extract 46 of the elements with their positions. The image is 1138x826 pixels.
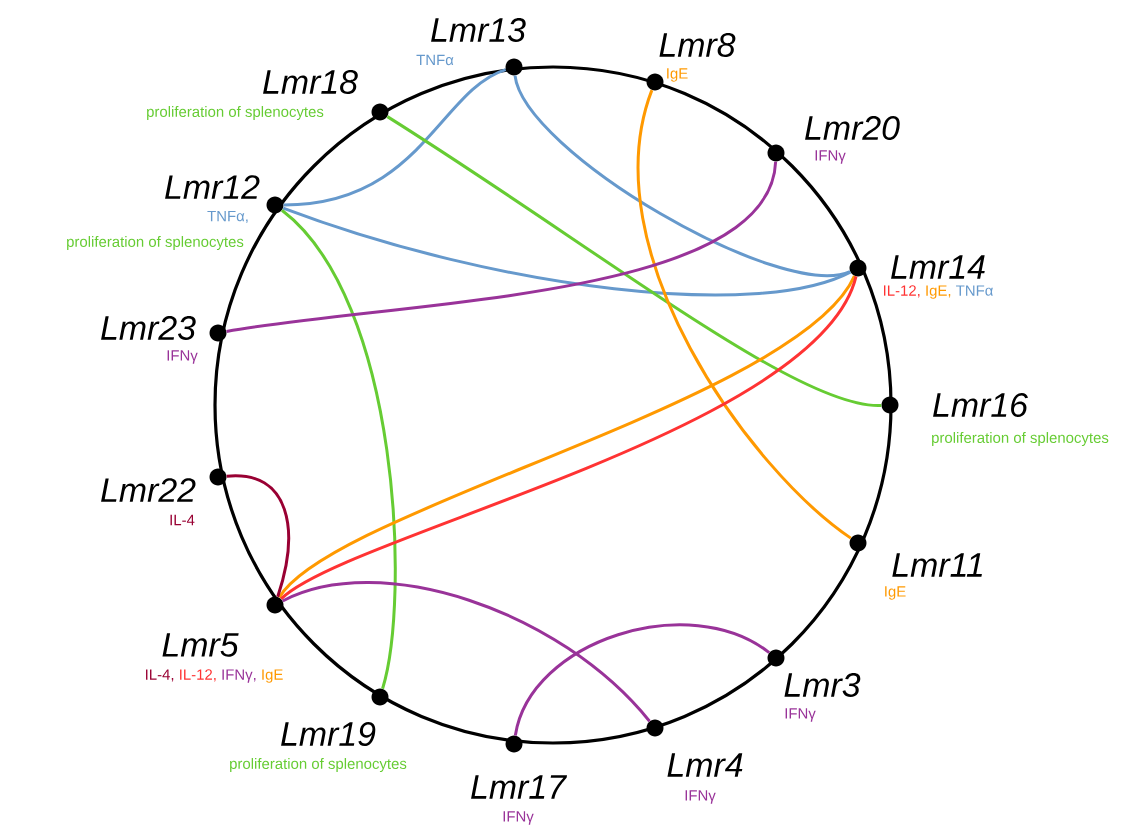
locus-name: Lmr17 — [471, 775, 568, 799]
trait-label: IFNγ — [503, 811, 534, 825]
trait-label: proliferation of splenocytes — [932, 432, 1109, 446]
trait-label: IgE — [262, 669, 283, 683]
trait-label: TNFα, — [207, 210, 248, 224]
trait-label: IFNγ — [785, 708, 816, 722]
link-curve — [636, 89, 852, 540]
locus-name: Lmr19 — [281, 722, 376, 746]
locus-name: Lmr8 — [659, 33, 736, 57]
trait-label: proliferation of splenocytes — [230, 758, 407, 772]
trait-label: IFNγ — [815, 150, 846, 164]
trait-label: IgE, — [926, 285, 951, 299]
trait-label: IL-12, — [884, 285, 920, 298]
locus-name: Lmr12 — [165, 175, 260, 199]
trait-label: IgE — [667, 68, 688, 82]
locus-name: Lmr13 — [431, 18, 526, 42]
link-curve — [282, 206, 851, 297]
locus-name: Lmr3 — [784, 673, 861, 697]
locus-name: Lmr20 — [805, 116, 900, 140]
trait-label: TNFα — [956, 285, 993, 296]
link-curve — [513, 623, 770, 736]
trait-label: IFNγ, — [222, 669, 256, 683]
trait-label: IL-12, — [180, 669, 216, 682]
locus-name: Lmr18 — [263, 70, 358, 94]
trait-label: IL-4 — [170, 514, 195, 526]
link-curve — [513, 75, 851, 278]
locus-name: Lmr11 — [892, 553, 982, 577]
trait-label: IgE — [885, 586, 906, 600]
trait-label: proliferation of splenocytes — [147, 106, 324, 120]
locus-name: Lmr16 — [933, 393, 1028, 417]
locus-name: Lmr23 — [101, 316, 196, 340]
link-curve — [226, 474, 290, 598]
locus-name: Lmr4 — [667, 753, 743, 777]
trait-label: IFNγ — [685, 790, 716, 804]
trait-label: IL-4, — [146, 669, 174, 682]
trait-label: IFNγ — [167, 350, 198, 364]
link-curve — [280, 209, 397, 690]
link-curve — [386, 115, 882, 407]
link-curve — [283, 68, 507, 207]
link-curve — [226, 161, 778, 333]
trait-label: TNFα — [416, 54, 454, 66]
locus-name: Lmr5 — [162, 633, 239, 657]
locus-name: Lmr22 — [101, 478, 196, 502]
link-curve — [282, 581, 651, 723]
locus-name: Lmr14 — [891, 255, 985, 279]
trait-label: proliferation of splenocytes — [67, 236, 244, 250]
